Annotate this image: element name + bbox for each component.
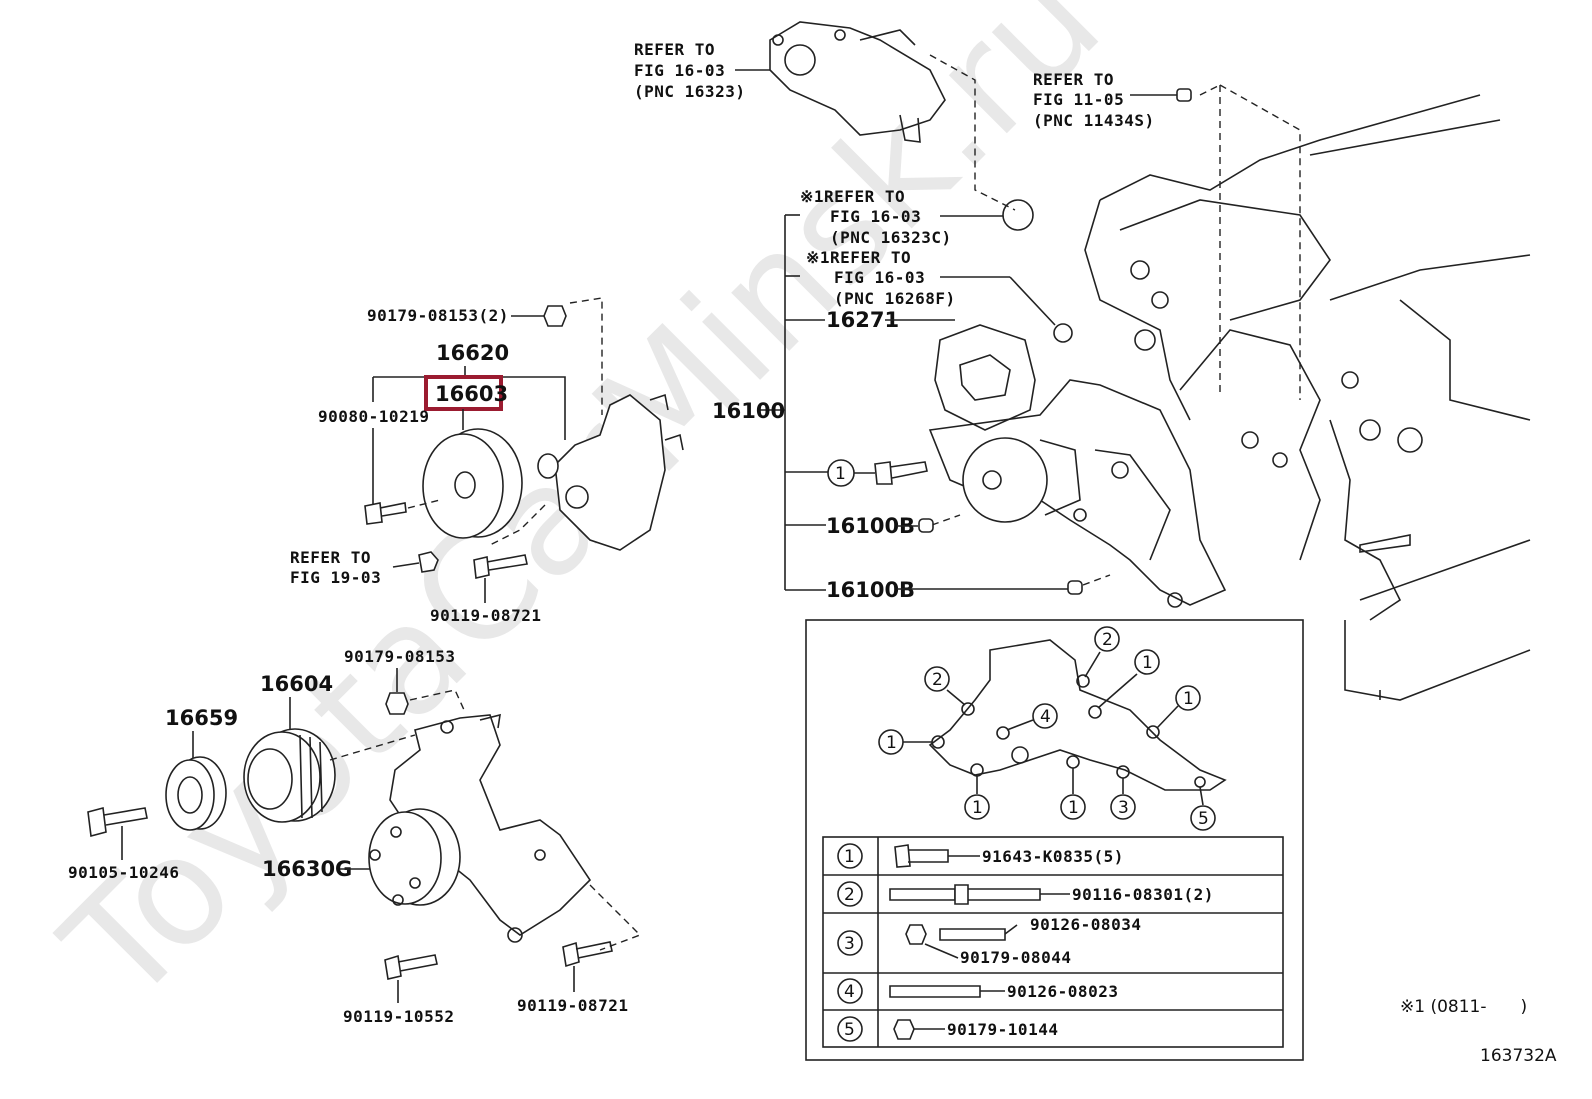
fan-pulley: [243, 728, 336, 823]
inset-callout-circle: [1060, 794, 1086, 820]
inset-callout-circle: [878, 729, 904, 755]
bolt: [364, 502, 383, 525]
table-part-number: 90179-10144: [947, 1020, 1058, 1039]
ref-label-line: (PNC 16268F): [834, 289, 956, 308]
inset-callouts: 2 2 1 4 1 1 1 3 5 1: [878, 626, 1216, 831]
part-label-16100b: 16100B: [826, 578, 915, 602]
gasket: [1002, 199, 1034, 231]
bolt: [87, 806, 107, 838]
part-label-90119-08721: 90119-08721: [517, 996, 628, 1015]
ref-label-line: REFER TO: [1033, 70, 1114, 89]
plug: [1176, 88, 1192, 102]
bolt: [473, 556, 490, 579]
inset-callout-number: 3: [1118, 798, 1129, 818]
part-label-16100: 16100: [712, 399, 785, 423]
ref-label-line: (PNC 16323): [634, 82, 745, 101]
nut: [418, 551, 439, 573]
table-row-index: 3: [844, 934, 855, 954]
ref-label-line: ※1REFER TO: [806, 248, 911, 267]
table-part-number: 90116-08301(2): [1072, 885, 1214, 904]
part-label-16604: 16604: [260, 672, 333, 696]
ref-label-line: FIG 16-03: [830, 207, 921, 226]
bolt: [874, 461, 893, 485]
table-row-index: 2: [844, 885, 855, 905]
inset-callout-number: 2: [932, 670, 943, 690]
inset-callout-number: 1: [1068, 798, 1079, 818]
ref-label-line: (PNC 16323C): [830, 228, 952, 247]
part-label-90105-10246: 90105-10246: [68, 863, 179, 882]
nut: [543, 305, 567, 327]
callout-1-num: 1: [835, 464, 846, 484]
dowel-pin: [918, 518, 934, 533]
ref-label-line: FIG 16-03: [834, 268, 925, 287]
inset-callout-circle: [1110, 794, 1136, 820]
assembly-bracket-16100: [760, 214, 828, 591]
inset-callout-number: 2: [1102, 630, 1113, 650]
fan-bracket: [389, 713, 592, 943]
bolt: [562, 941, 580, 968]
water-inlet-housing: [769, 21, 1016, 211]
part-label-90179-08153-2: 90179-08153(2): [367, 306, 509, 325]
part-label-90119-08721: 90119-08721: [430, 606, 541, 625]
table-row-index: 4: [844, 982, 855, 1002]
figure-id: 163732A: [1480, 1046, 1557, 1066]
ref-label-line: (PNC 11434S): [1033, 111, 1155, 130]
part-label-16630g: 16630G: [262, 857, 352, 881]
table-part-number: 90179-08044: [960, 948, 1071, 967]
inset-callout-number: 1: [972, 798, 983, 818]
inset-callout-number: 4: [1040, 707, 1051, 727]
part-label-90080-10219: 90080-10219: [318, 407, 429, 426]
inset-callout-number: 5: [1198, 809, 1209, 829]
part-label-90179-08153: 90179-08153: [344, 647, 455, 666]
part-label-16603: 16603: [435, 382, 508, 406]
inset-callout-circle: [1190, 805, 1216, 831]
idler-pulley: [422, 428, 523, 539]
inset-callout-number: 1: [1142, 653, 1153, 673]
table-row-index: 1: [844, 847, 855, 867]
table-part-number: 91643-K0835(5): [982, 847, 1124, 866]
inset-cover-outline: [928, 639, 1227, 791]
fan-pulley-hub: [368, 808, 461, 906]
dowel-pin: [1067, 580, 1083, 595]
inset-callout-circle: [1175, 685, 1201, 711]
fan-pulley-spacer: [165, 756, 227, 831]
inset-callout-lines: [903, 651, 1204, 806]
part-label-16620: 16620: [436, 341, 509, 365]
ref-label-line: FIG 11-05: [1033, 90, 1124, 109]
ref-label-line: FIG 19-03: [290, 568, 381, 587]
bolt-location-inset: [805, 619, 1304, 1061]
inset-callout-number: 1: [1183, 689, 1194, 709]
inset-callout-circle: [1032, 703, 1058, 729]
table-part-number: 90126-08023: [1007, 982, 1118, 1001]
inset-callout-circle: [924, 666, 950, 692]
ref-label-line: ※1REFER TO: [800, 187, 905, 206]
bolt-table: 1 2 3 4 5 91643-K0835(5) 90116-08301(2) …: [822, 836, 1284, 1048]
table-row-index: 5: [844, 1020, 855, 1040]
inset-callout-circle: [1094, 626, 1120, 652]
ref-label-line: REFER TO: [290, 548, 371, 567]
footnote: ※1 (0811- ): [1400, 997, 1527, 1017]
ref-label-line: REFER TO: [634, 40, 715, 59]
water-pump-assembly: [928, 324, 1227, 608]
inset-callout-number: 1: [886, 733, 897, 753]
part-label-90119-10552: 90119-10552: [343, 1007, 454, 1026]
part-label-16659: 16659: [165, 706, 238, 730]
bolt: [384, 954, 402, 980]
table-part-number: 90126-08034: [1030, 915, 1141, 934]
ref-label-line: FIG 16-03: [634, 61, 725, 80]
nut: [385, 692, 409, 715]
inset-callout-circle: [964, 794, 990, 820]
inset-callout-circle: [1134, 649, 1160, 675]
engine-block-illustration: [1084, 84, 1531, 701]
belt-tensioner: [489, 393, 684, 551]
